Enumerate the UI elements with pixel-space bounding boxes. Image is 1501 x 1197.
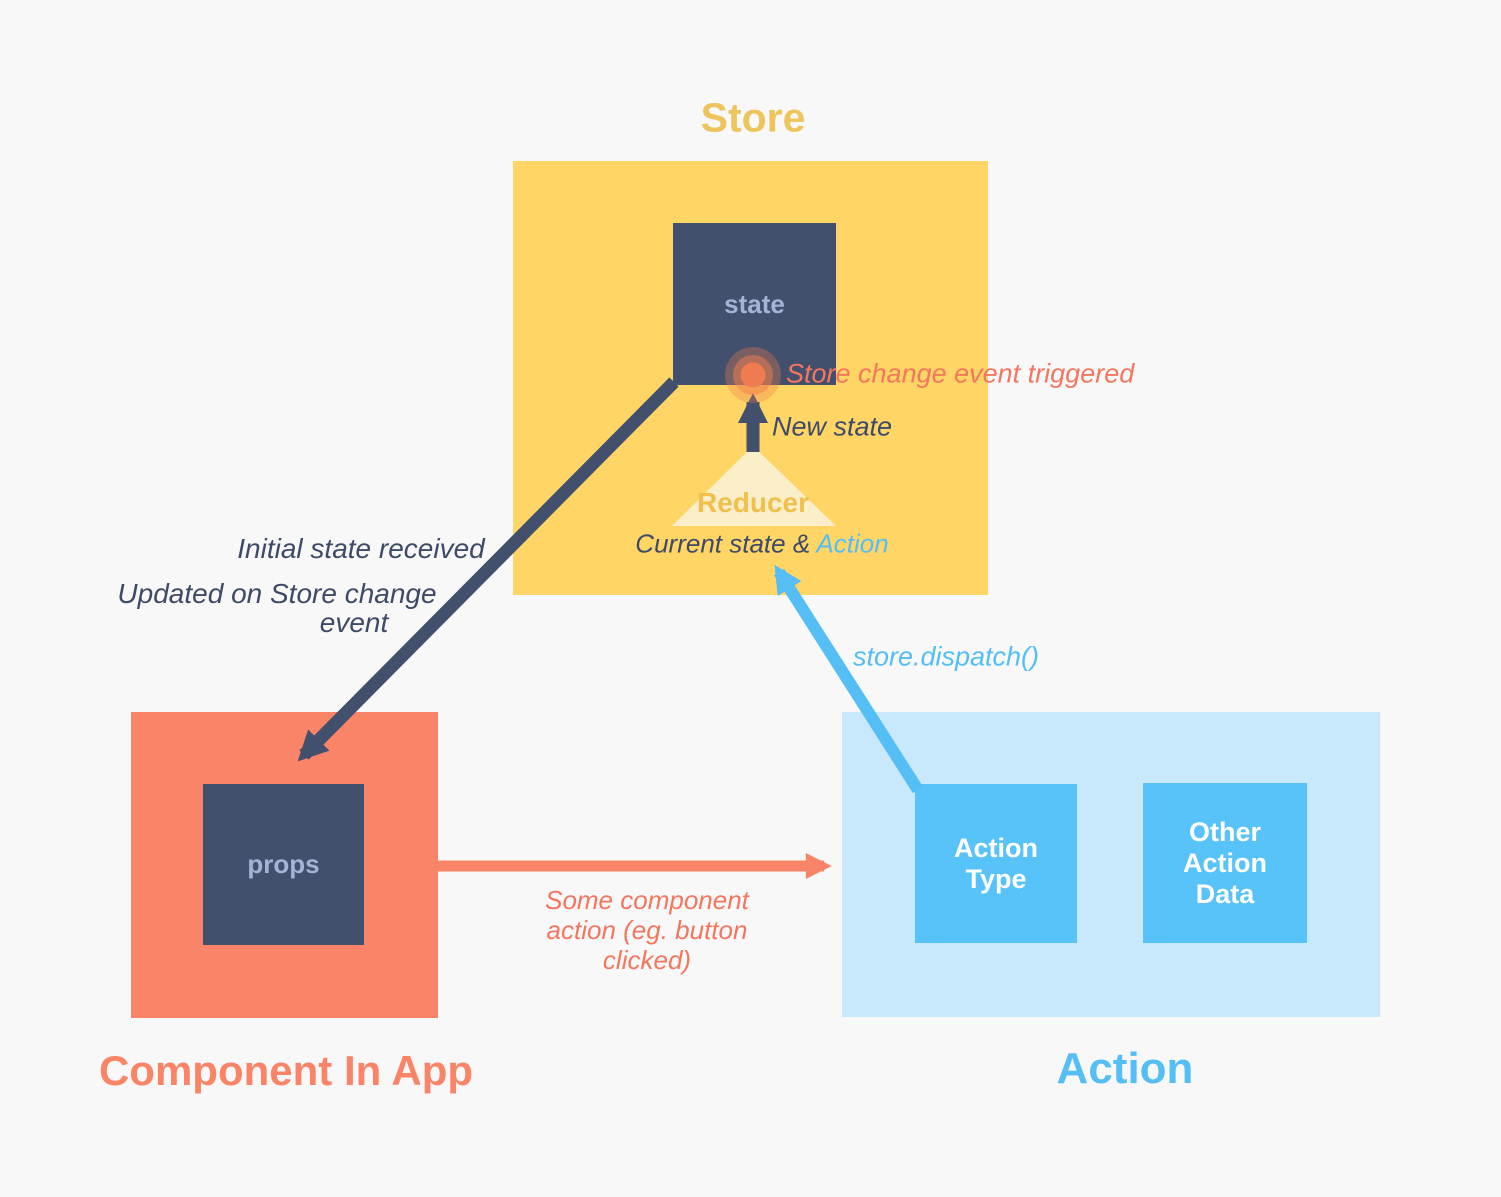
props-label: props [247, 849, 320, 879]
component-action-line: action (eg. button [546, 915, 748, 945]
updated-on-store-change-label: Updated on Store change event [117, 579, 436, 637]
other-action-data-label-line: Data [1195, 878, 1255, 909]
action-type-box: Action Type [915, 784, 1077, 943]
other-action-data-label: Other Action Data [1183, 817, 1267, 910]
new-state-label: New state [772, 411, 893, 442]
component-title: Component In App [98, 1047, 474, 1094]
initial-state-label: Initial state received [237, 533, 485, 564]
updated-on-store-change-line: Updated on Store change [117, 578, 437, 609]
other-action-data-box: Other Action Data [1143, 783, 1307, 943]
reducer-input-prefix: Current state & [635, 528, 817, 559]
component-action-line: clicked) [602, 945, 692, 975]
props-box: props [203, 784, 364, 945]
dispatch-label: store.dispatch() [852, 641, 1040, 672]
store-title: Store [700, 94, 806, 141]
component-box: props [131, 712, 438, 1018]
component-action-line: Some component [545, 885, 749, 915]
action-title: Action [1056, 1044, 1194, 1093]
reducer-input-action: Action [816, 528, 889, 559]
other-action-data-label-line: Other [1188, 816, 1261, 847]
reducer-label: Reducer [696, 487, 810, 518]
reducer-input-label: Current state & Action [635, 529, 888, 560]
action-type-label-line: Type [965, 863, 1027, 894]
action-type-label-line: Action [954, 832, 1038, 863]
component-action-label: Some component action (eg. button clicke… [545, 885, 749, 975]
state-label: state [724, 288, 785, 319]
store-change-event-label: Store change event triggered [786, 358, 1135, 389]
updated-on-store-change-line: event [319, 607, 389, 638]
other-action-data-label-line: Action [1183, 847, 1267, 878]
action-type-label: Action Type [954, 833, 1038, 895]
action-box: Action Type Other Action Data [842, 712, 1380, 1017]
